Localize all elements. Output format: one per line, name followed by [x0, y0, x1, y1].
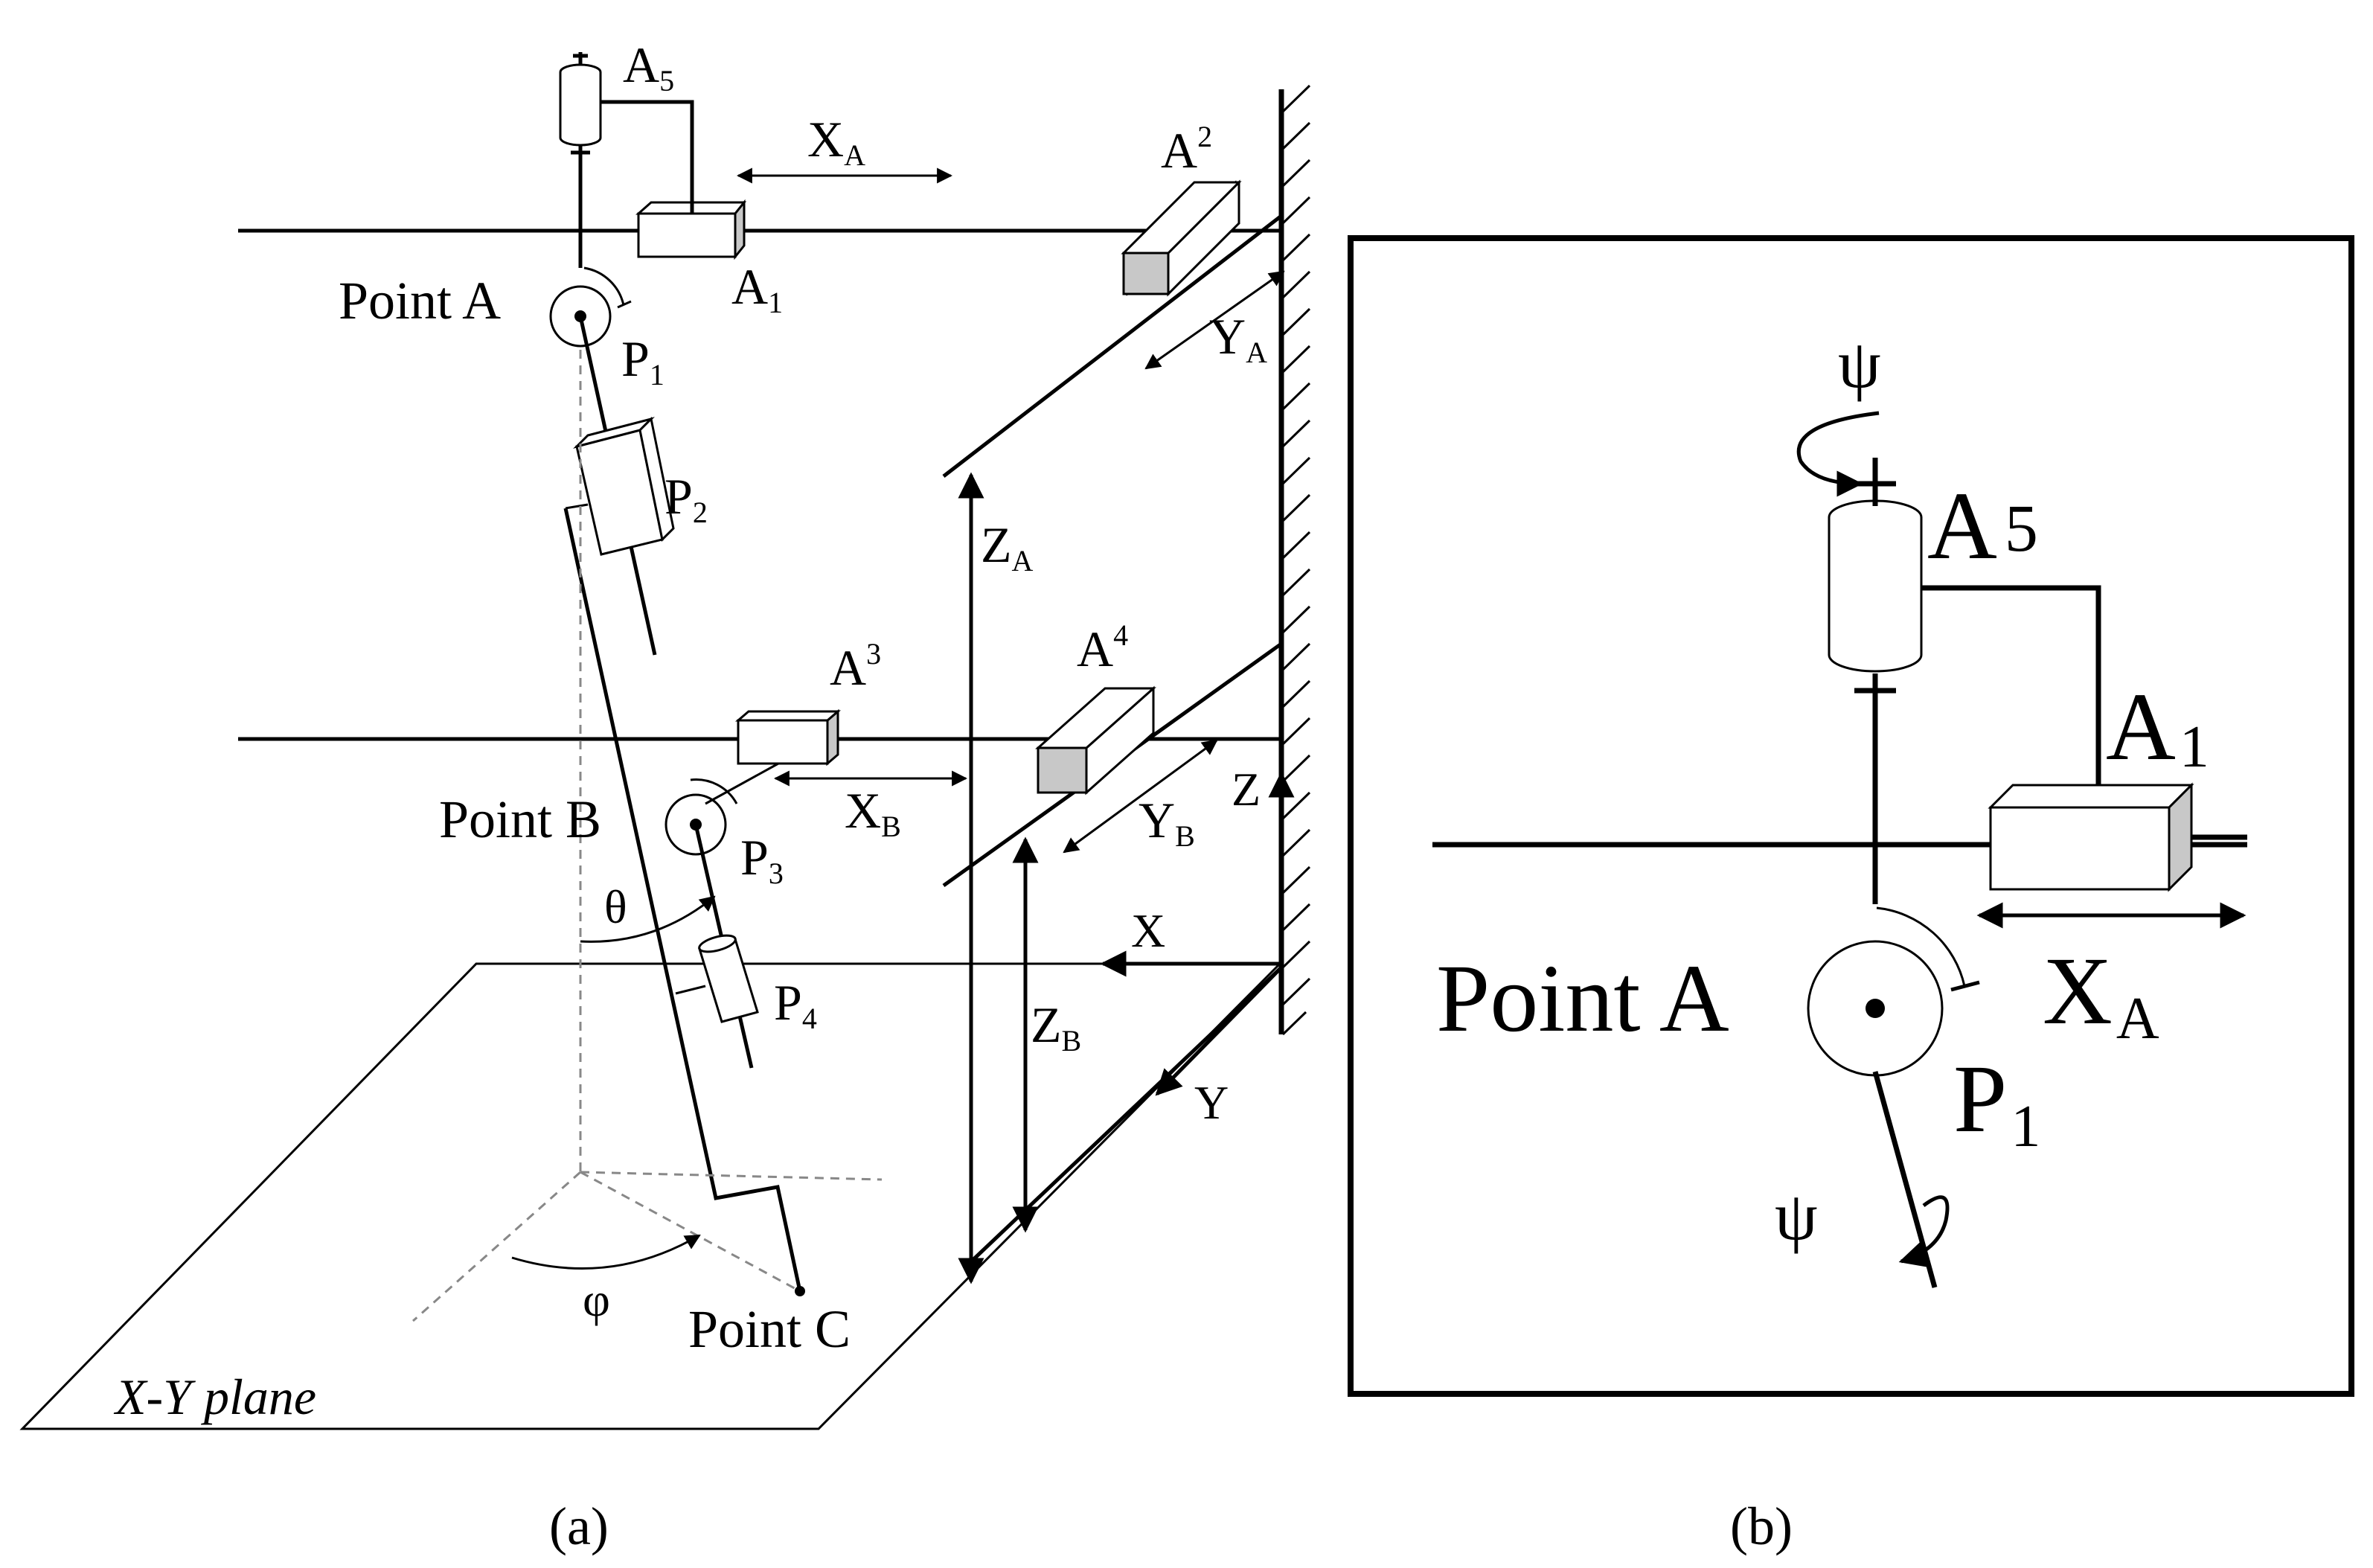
svg-text:A5: A5: [623, 36, 674, 97]
panel-a: A5 XA A2 Point A A1 P1 YA P2 ZA A3 A4 Z …: [19, 36, 1311, 1556]
svg-text:P3: P3: [740, 829, 784, 890]
inset-frame: [1348, 235, 2354, 1397]
psi-bottom-arrow: [1898, 1195, 1950, 1267]
svg-text:ZB: ZB: [1031, 996, 1081, 1057]
svg-text:A3: A3: [830, 637, 881, 696]
svg-text:XB: XB: [845, 782, 901, 843]
a5-label: A: [623, 36, 659, 93]
xb-label: X: [845, 782, 881, 839]
a4-block: [1035, 685, 1156, 796]
yb-arrow: [1063, 739, 1218, 854]
main-bar: [563, 508, 802, 1292]
p2-label: P: [664, 468, 693, 525]
svg-text:A2: A2: [1161, 120, 1212, 179]
point-a-joint: [549, 266, 632, 348]
caption-a: (a): [549, 1497, 609, 1556]
phi-arc: [511, 1234, 701, 1270]
b-psi-top-label: ψ: [1838, 326, 1881, 402]
za-label: Z: [981, 516, 1012, 573]
svg-text:YA: YA: [1209, 308, 1267, 369]
svg-text:XA: XA: [2043, 938, 2159, 1052]
point-a-label: Point A: [339, 271, 501, 330]
p1-label: P: [621, 330, 650, 387]
base-diagonal: [966, 966, 1283, 1267]
p4-label: P: [774, 974, 802, 1031]
b-a1-label: A: [2106, 673, 2176, 781]
zb-label: Z: [1031, 996, 1062, 1053]
b-a5-cylinder: [1828, 458, 2101, 904]
point-b-label: Point B: [439, 790, 601, 849]
b-xa-label: X: [2043, 938, 2113, 1045]
svg-text:P1: P1: [1953, 1046, 2040, 1159]
yb-label: Y: [1139, 792, 1175, 848]
a4-label: A: [1077, 621, 1113, 677]
b-a5-label: A: [1927, 473, 1997, 580]
svg-text:P4: P4: [774, 974, 817, 1035]
b-point-a-label: Point A: [1436, 945, 1729, 1052]
y-axis-arrow: [1155, 966, 1283, 1096]
p3-label: P: [740, 829, 769, 886]
a1-block: [635, 199, 747, 260]
wall: [1278, 84, 1311, 1036]
p2-block: [573, 416, 675, 556]
a3-block: [705, 708, 842, 805]
ya-label: Y: [1209, 308, 1246, 365]
a1-label: A: [731, 258, 768, 315]
z-label: Z: [1232, 763, 1261, 816]
a2-block: [1121, 179, 1242, 297]
svg-text:ZA: ZA: [981, 516, 1034, 577]
svg-text:P2: P2: [664, 468, 708, 529]
theta-label: θ: [604, 880, 627, 933]
svg-text:A4: A4: [1077, 618, 1128, 677]
point-c-dot: [795, 1286, 805, 1296]
xy-plane: [19, 962, 1283, 1430]
a5-cylinder: [559, 52, 694, 268]
svg-text:XA: XA: [807, 111, 865, 172]
theta-arc: [580, 895, 716, 943]
upper-diagonal-rail: [942, 214, 1283, 478]
a2-label: A: [1161, 122, 1197, 179]
plane-label: X-Y plane: [113, 1369, 316, 1425]
svg-text:YB: YB: [1139, 792, 1195, 853]
svg-text:P1: P1: [621, 330, 664, 391]
svg-text:A5: A5: [1927, 473, 2038, 580]
ya-arrow: [1144, 270, 1285, 370]
y-label: Y: [1194, 1076, 1229, 1129]
xa-label: X: [807, 111, 844, 167]
p4-cylinder: [675, 934, 759, 1023]
svg-text:A1: A1: [2106, 673, 2209, 781]
caption-b: (b): [1730, 1497, 1793, 1556]
point-c-label: Point C: [688, 1299, 851, 1359]
phi-label: φ: [583, 1273, 610, 1326]
psi-top-arrow: [1796, 411, 1880, 497]
b-a1-block: [1988, 782, 2247, 892]
b-psi-bottom-label: ψ: [1775, 1178, 1818, 1254]
svg-text:A1: A1: [731, 258, 783, 319]
b-p1-label: P: [1953, 1046, 2007, 1153]
x-label: X: [1131, 904, 1165, 957]
a3-label: A: [830, 639, 866, 696]
